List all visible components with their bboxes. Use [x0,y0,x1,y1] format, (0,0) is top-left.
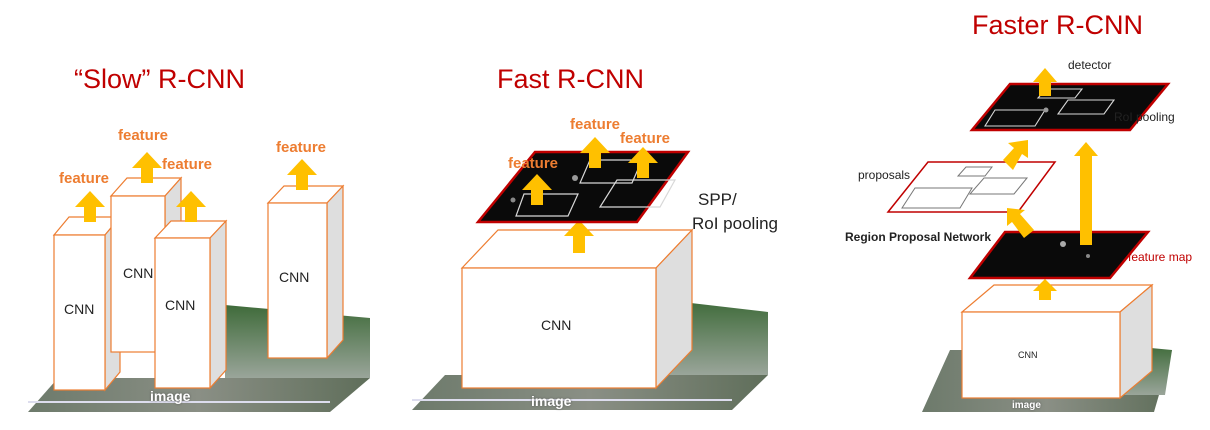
faster-feature-map [967,230,1151,280]
slow-cnn-label-4: CNN [279,269,310,285]
faster-rpn-label: Region Proposal Network [845,230,992,244]
fast-arrow-1 [522,174,552,205]
fast-arrow-2 [580,137,610,168]
fast-feature-label-3: feature [620,130,671,147]
faster-proposals-label: proposals [858,168,911,182]
fast-feature-map [475,150,691,224]
slow-arrow-4 [287,159,317,190]
slow-cnn-box-4 [266,184,345,360]
slow-feature-label-1: feature [59,170,110,187]
slow-cnn-box-3 [153,219,228,390]
faster-detector-label: detector [1068,58,1112,72]
slow-cnn-label-2: CNN [123,265,154,281]
fast-arrow-cnn [564,220,594,253]
fast-cnn-box [460,228,694,390]
faster-arrow-rpn [1007,208,1034,238]
fast-rcnn-panel [412,137,768,410]
faster-arrow-cnn [1033,279,1057,300]
faster-image-label: image [1012,400,1041,411]
faster-feature-map-label: feature map [1128,250,1193,264]
faster-roi-label: RoI pooling [1114,110,1175,124]
fast-pool-label-1: SPP/ [698,190,737,209]
faster-proposals-plane [886,161,1057,213]
faster-arrow-detector [1033,68,1057,96]
faster-cnn-box [960,283,1154,400]
slow-cnn-label-3: CNN [165,297,196,313]
slow-arrow-2 [132,152,162,183]
fast-rcnn-title: Fast R-CNN [497,64,644,94]
slow-image-plane [28,378,370,412]
slow-image-label: image [150,388,191,404]
fast-cnn-label: CNN [541,317,572,333]
slow-feature-label-2: feature [118,127,169,144]
faster-cnn-label: CNN [1018,350,1038,360]
faster-arrow-to-roi [1003,140,1028,170]
fast-feature-label-2: feature [570,116,621,133]
slow-arrow-3 [176,191,206,222]
faster-rcnn-title: Faster R-CNN [972,10,1144,40]
slow-rcnn-title: “Slow” R-CNN [74,64,245,94]
fast-pool-label-2: RoI pooling [692,214,779,233]
fast-arrow-3 [628,147,658,178]
faster-rcnn-panel [886,68,1172,412]
slow-rcnn-panel [28,152,370,412]
slow-feature-label-3: feature [162,156,213,173]
slow-arrow-1 [75,191,105,222]
slow-feature-label-4: feature [276,139,327,156]
slow-cnn-label-1: CNN [64,301,95,317]
fast-feature-label-1: feature [508,155,559,172]
faster-roi-map [969,82,1171,132]
faster-arrow-long [1074,142,1098,245]
fast-image-label: image [531,393,572,409]
